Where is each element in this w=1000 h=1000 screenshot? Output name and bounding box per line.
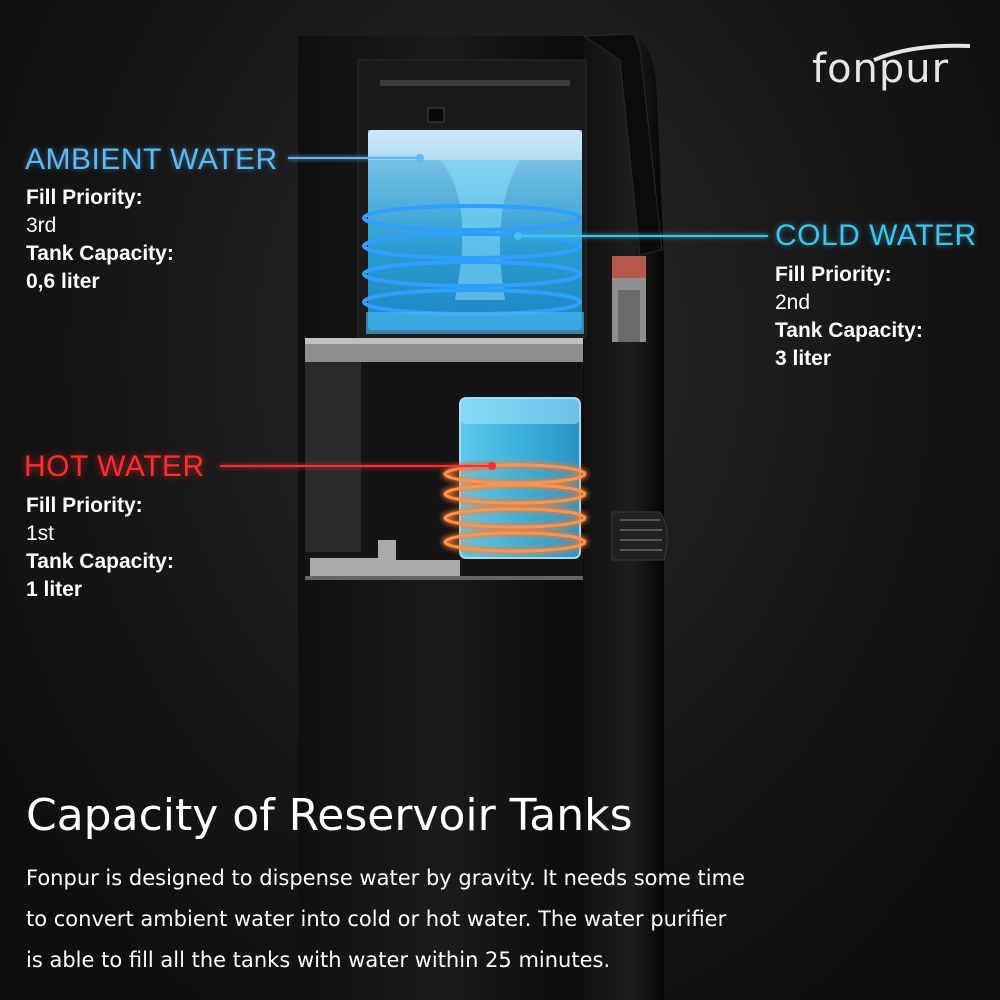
ambient-leader-line [288, 157, 420, 159]
cold-fill-priority-value: 2nd [775, 291, 811, 314]
ambient-tank-capacity-value: 0,6 liter [26, 270, 100, 293]
hot-water-title: HOT WATER [24, 450, 205, 483]
cold-coils [362, 204, 582, 316]
cold-tank-capacity-label: Tank Capacity: [775, 319, 923, 342]
cold-leader-dot [514, 232, 522, 240]
description-line: is able to fill all the tanks with water… [26, 948, 611, 972]
ambient-water-info: Fill Priority: 3rd Tank Capacity: 0,6 li… [26, 184, 174, 296]
ambient-tank-capacity-label: Tank Capacity: [26, 242, 174, 265]
ambient-fill-priority-value: 3rd [26, 214, 57, 237]
ambient-water-title: AMBIENT WATER [25, 143, 278, 176]
cold-fill-priority-label: Fill Priority: [775, 263, 892, 286]
brand-logo: fonpur [812, 42, 972, 102]
description-line: Fonpur is designed to dispense water by … [26, 866, 745, 890]
hot-fill-priority-label: Fill Priority: [26, 494, 143, 517]
ambient-fill-priority-label: Fill Priority: [26, 186, 143, 209]
hot-tank-capacity-label: Tank Capacity: [26, 550, 174, 573]
cold-water-title: COLD WATER [775, 219, 977, 252]
hot-leader-line [220, 465, 492, 467]
ambient-leader-dot [416, 154, 424, 162]
logo-swoosh-icon [873, 43, 971, 62]
headline: Capacity of Reservoir Tanks [26, 790, 633, 841]
drip-grille [611, 511, 668, 561]
cold-water-info: Fill Priority: 2nd Tank Capacity: 3 lite… [775, 261, 923, 373]
logo-text: fonpur [812, 46, 950, 92]
description-line: to convert ambient water into cold or ho… [26, 907, 727, 931]
cold-tank-capacity-value: 3 liter [775, 347, 832, 370]
description: Fonpur is designed to dispense water by … [26, 858, 966, 981]
hot-tank-capacity-value: 1 liter [26, 578, 83, 601]
hot-leader-dot [488, 462, 496, 470]
hot-fill-priority-value: 1st [26, 522, 55, 545]
hot-water-info: Fill Priority: 1st Tank Capacity: 1 lite… [26, 492, 174, 604]
cold-leader-line [520, 235, 768, 237]
